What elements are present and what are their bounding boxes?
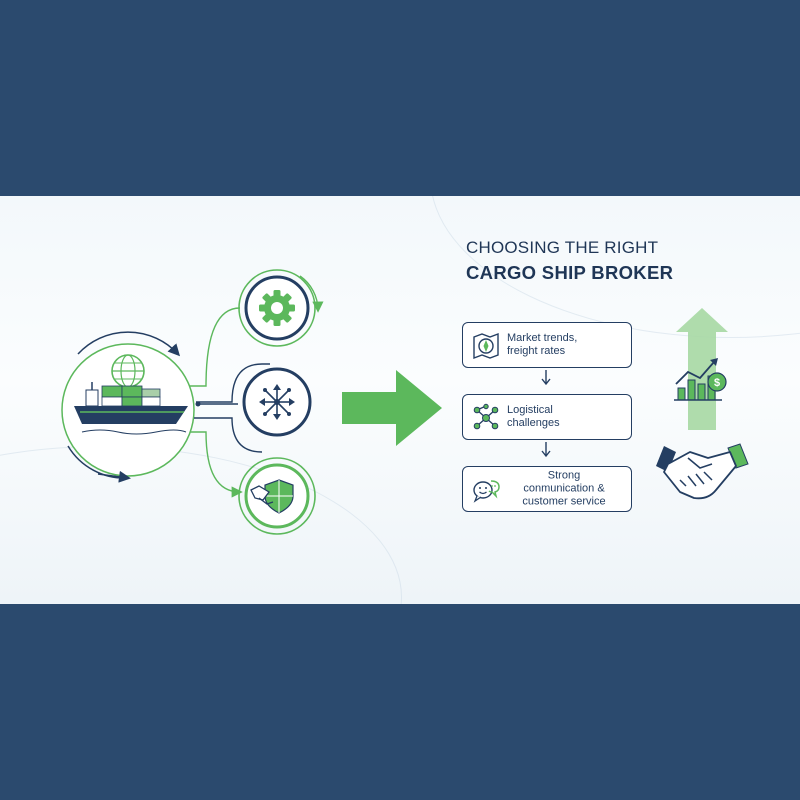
connector-lines [190,307,270,498]
gear-icon [259,290,295,326]
circle-gear [238,269,324,347]
step-label: Logistical challenges [507,404,560,429]
top-band [0,0,800,196]
step-communication: Strong conmunication & customer service [462,466,632,512]
step-label: Strong conmunication & customer service [522,469,606,508]
chat-bubbles-icon [473,480,500,503]
svg-text:$: $ [714,377,720,389]
cargo-ship-icon [61,331,195,483]
process-diagram: $ [61,269,749,535]
big-arrow-icon [342,370,442,446]
step-label: Market trends, freight rates [507,332,578,357]
step-logistical: Logistical challenges [462,394,632,440]
handshake-shield-icon [250,479,294,514]
circle-handshake [238,457,316,535]
title-line-1: CHOOSING THE RIGHT [466,238,659,257]
expand-arrows-icon [259,384,295,420]
title-line-2: CARGO SHIP BROKER [466,262,674,283]
bottom-band [0,604,800,800]
growth-chart-icon: $ [674,308,728,430]
down-arrow-icon [541,370,551,386]
circle-expand [242,367,312,437]
market-compass-icon [473,332,499,360]
network-nodes-icon [473,403,499,430]
handshake-icon [656,443,749,500]
step-market-trends: Market trends, freight rates [462,322,632,368]
infographic-panel: $ CHOOSING THE RIGHT CARGO SHIP BROKER M… [0,196,800,604]
down-arrow-icon [541,442,551,458]
